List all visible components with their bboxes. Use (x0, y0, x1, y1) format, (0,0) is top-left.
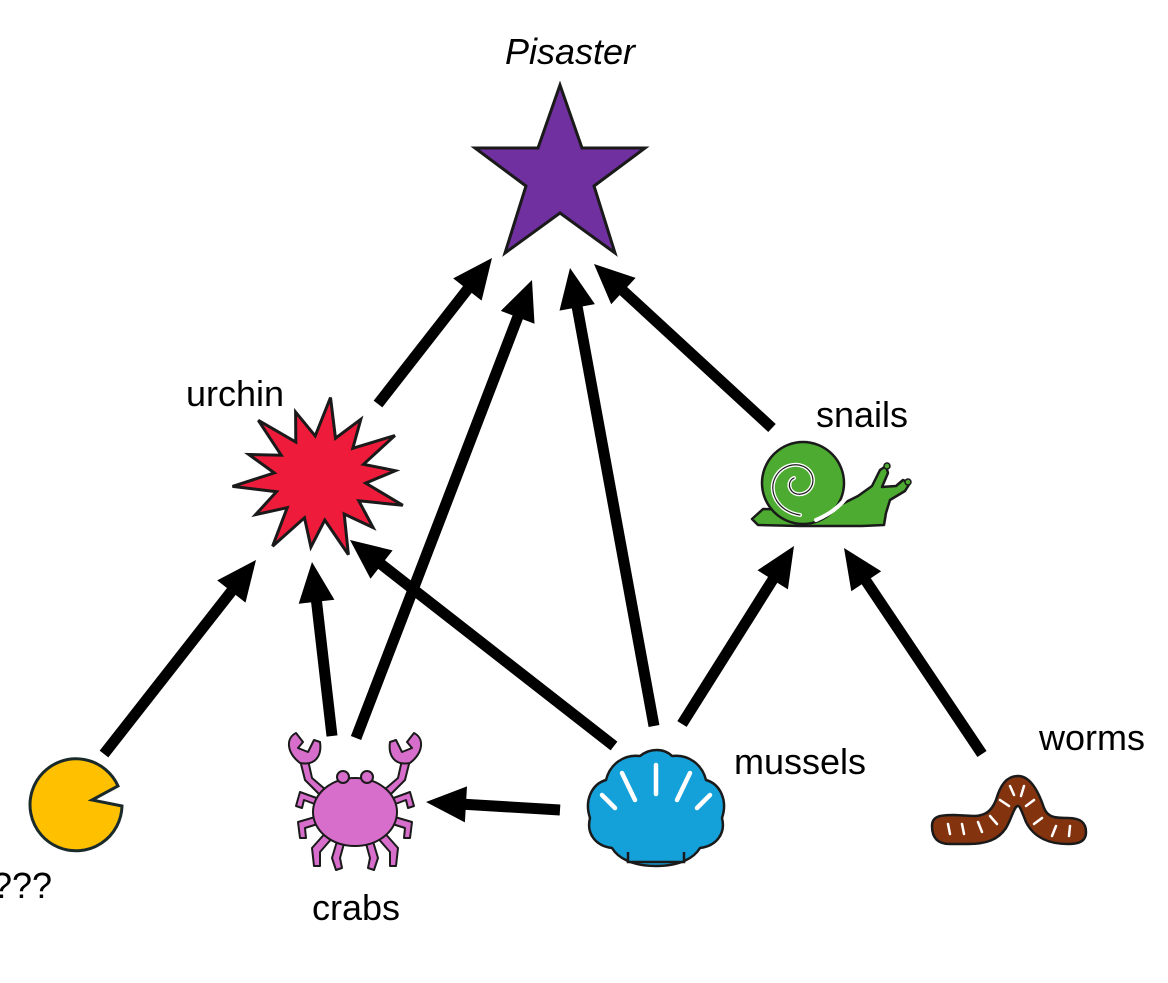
arrow-shaft (571, 302, 660, 727)
arrow-shaft (375, 557, 618, 751)
arrow-shaft (461, 798, 561, 816)
arrows-layer (99, 258, 987, 823)
arrowhead-icon (844, 548, 882, 592)
arrowhead-icon (298, 562, 335, 604)
arrowhead-icon (217, 560, 256, 603)
arrow-shaft (350, 311, 525, 740)
mussels-node: mussels (586, 741, 866, 868)
arrow-shaft (99, 584, 239, 758)
arrow-shaft (373, 283, 475, 408)
arrow-unknown-to-urchin (99, 560, 256, 758)
arrow-snails-to-pisaster (594, 264, 776, 433)
arrow-worms-to-snails (844, 548, 987, 758)
unknown-label: ??? (0, 865, 52, 906)
worm-icon (930, 774, 1088, 846)
pacman-icon (28, 757, 124, 853)
arrow-urchin-to-pisaster (373, 258, 492, 408)
arrowhead-icon (500, 280, 535, 324)
urchin-label: urchin (186, 373, 284, 414)
crabs-label: crabs (312, 887, 400, 928)
arrowhead-icon (350, 540, 393, 579)
arrow-shaft (859, 574, 987, 758)
arrow-mussels-to-urchin (350, 540, 618, 751)
arrow-crabs-to-pisaster (350, 280, 535, 740)
pisaster-label: Pisaster (505, 31, 637, 72)
shell-icon (586, 748, 726, 868)
snail-icon (750, 440, 912, 528)
arrowhead-icon (426, 786, 467, 823)
arrow-shaft (677, 573, 780, 727)
pisaster-node: Pisaster (470, 31, 650, 257)
snails-node: snails (750, 394, 912, 528)
arrow-mussels-to-snails (677, 546, 794, 727)
crab-icon (288, 732, 422, 871)
arrow-mussels-to-crabs (426, 786, 561, 823)
worms-node: worms (930, 717, 1145, 846)
unknown-node: ??? (0, 757, 124, 906)
urchin-node: urchin (186, 373, 404, 556)
arrow-shaft (310, 597, 338, 737)
star-icon (470, 80, 650, 257)
crabs-node: crabs (288, 732, 422, 928)
arrow-shaft (616, 284, 776, 433)
worms-label: worms (1038, 717, 1145, 758)
mussels-label: mussels (734, 741, 866, 782)
arrowhead-icon (453, 258, 492, 301)
arrow-crabs-to-urchin (298, 562, 338, 737)
arrow-mussels-to-pisaster (559, 268, 660, 727)
arrowhead-icon (559, 268, 595, 311)
arrowhead-icon (594, 264, 636, 305)
arrowhead-icon (757, 546, 794, 590)
urchin-burst-icon (232, 397, 404, 556)
snails-label: snails (816, 394, 908, 435)
